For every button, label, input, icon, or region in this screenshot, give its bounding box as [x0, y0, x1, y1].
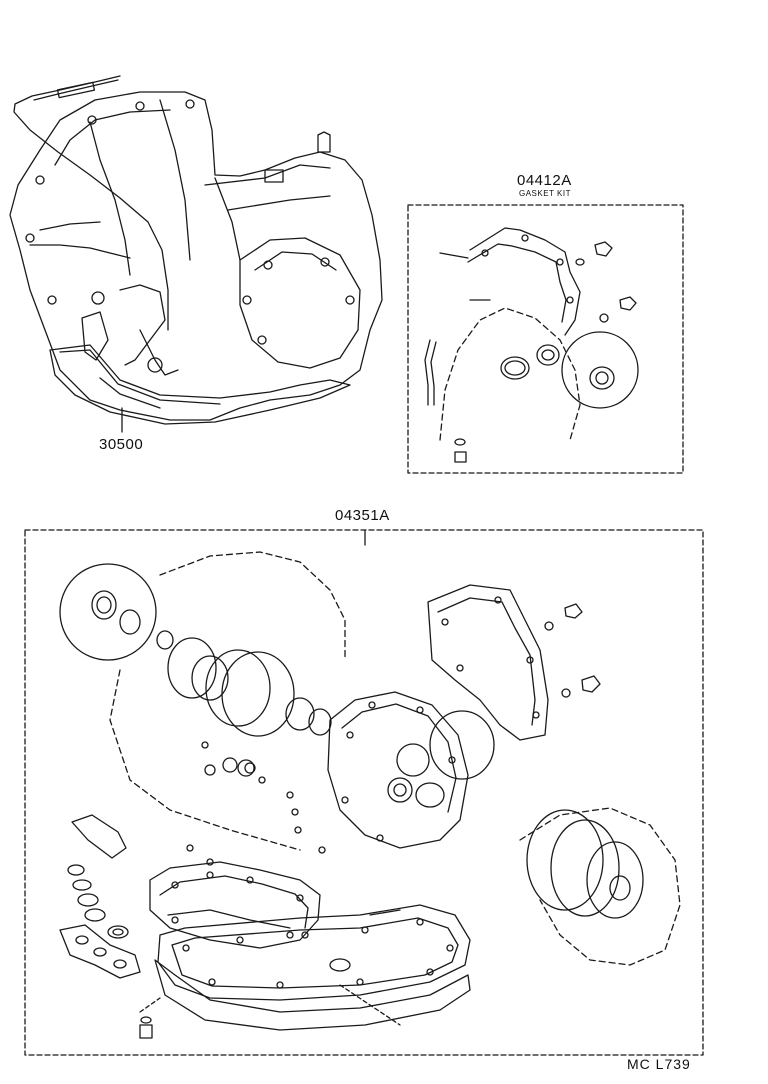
- part-number-overhaul-kit: 04351A: [335, 507, 390, 524]
- diagram-reference: MC L739: [627, 1056, 691, 1072]
- overhaul-kit-box: [24, 529, 704, 1056]
- transaxle-assembly: [9, 75, 383, 433]
- gasket-kit-box: [407, 204, 684, 474]
- part-number-transaxle: 30500: [99, 436, 144, 453]
- gasket-kit-label: GASKET KIT: [519, 189, 571, 198]
- gasket-kit-parts: [424, 227, 639, 463]
- part-number-gasket-kit: 04412A: [517, 172, 572, 189]
- overhaul-kit-parts: [59, 529, 681, 1039]
